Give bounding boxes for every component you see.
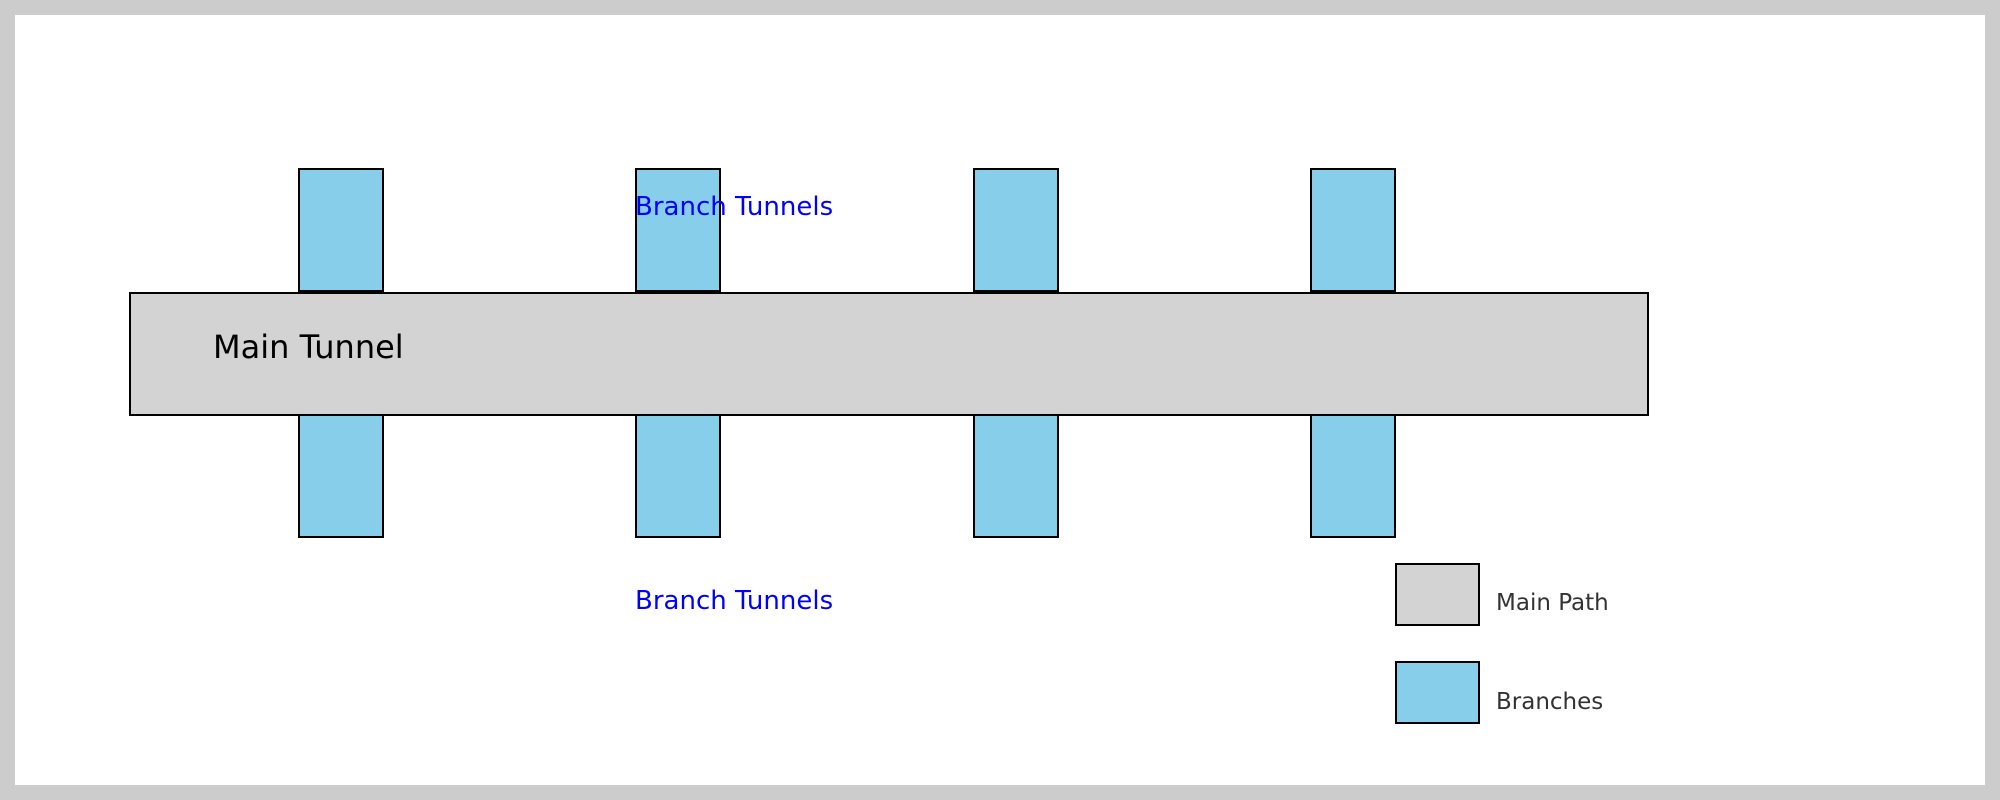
branch-tunnel-bottom-2 xyxy=(635,414,721,538)
main-tunnel xyxy=(129,292,1649,416)
legend-swatch-main-path xyxy=(1395,563,1480,626)
diagram-canvas: Main Tunnel Branch Tunnels Branch Tunnel… xyxy=(15,15,1985,785)
branch-tunnels-label-bottom: Branch Tunnels xyxy=(635,586,834,616)
branch-tunnel-bottom-1 xyxy=(298,414,384,538)
branch-tunnel-top-4 xyxy=(1310,168,1396,292)
legend-label-branches: Branches xyxy=(1496,689,1604,715)
legend-swatch-branches xyxy=(1395,661,1480,724)
main-tunnel-label: Main Tunnel xyxy=(213,328,404,366)
branch-tunnel-top-2 xyxy=(635,168,721,292)
branch-tunnels-label-top: Branch Tunnels xyxy=(635,192,834,222)
branch-tunnel-bottom-3 xyxy=(973,414,1059,538)
branch-tunnel-top-1 xyxy=(298,168,384,292)
branch-tunnel-top-3 xyxy=(973,168,1059,292)
legend-label-main-path: Main Path xyxy=(1496,590,1609,616)
branch-tunnel-bottom-4 xyxy=(1310,414,1396,538)
